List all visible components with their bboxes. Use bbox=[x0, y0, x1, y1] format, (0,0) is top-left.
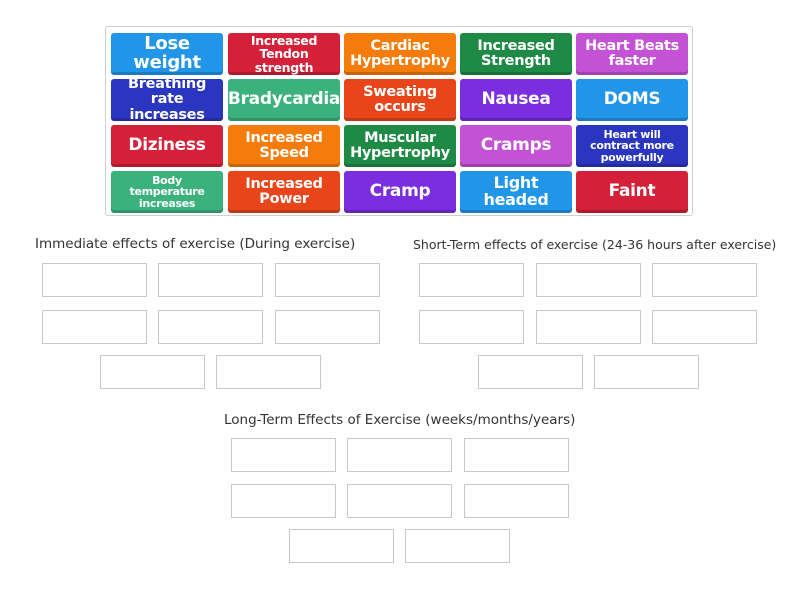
group-heading: Long-Term Effects of Exercise (weeks/mon… bbox=[224, 412, 576, 428]
drop-box[interactable] bbox=[42, 263, 147, 297]
drop-box[interactable] bbox=[652, 310, 757, 344]
drop-box[interactable] bbox=[231, 484, 336, 518]
drop-box[interactable] bbox=[419, 263, 524, 297]
drop-box[interactable] bbox=[216, 355, 321, 389]
answer-tile[interactable]: Bradycardia bbox=[228, 79, 340, 121]
answer-tile[interactable]: DOMS bbox=[576, 79, 688, 121]
drop-box[interactable] bbox=[419, 310, 524, 344]
answer-tile[interactable]: Increased Speed bbox=[228, 125, 340, 167]
drop-box[interactable] bbox=[231, 438, 336, 472]
answer-tile[interactable]: Increased Power bbox=[228, 171, 340, 213]
drop-box[interactable] bbox=[464, 484, 569, 518]
drop-box[interactable] bbox=[42, 310, 147, 344]
answer-tile[interactable]: Cramp bbox=[344, 171, 456, 213]
drop-box[interactable] bbox=[652, 263, 757, 297]
drop-box[interactable] bbox=[405, 529, 510, 563]
drop-box[interactable] bbox=[275, 310, 380, 344]
drop-box[interactable] bbox=[100, 355, 205, 389]
drop-box[interactable] bbox=[536, 263, 641, 297]
answer-tile[interactable]: Breathing rate increases bbox=[111, 77, 223, 122]
answer-tile[interactable]: Body temperature increases bbox=[111, 171, 223, 213]
answer-tile[interactable]: Increased Tendon strength bbox=[228, 33, 340, 75]
answer-tile[interactable]: Muscular Hypertrophy bbox=[344, 125, 456, 167]
drop-box[interactable] bbox=[594, 355, 699, 389]
answer-tile[interactable]: Sweating occurs bbox=[344, 79, 456, 121]
drop-box[interactable] bbox=[536, 310, 641, 344]
drop-box[interactable] bbox=[464, 438, 569, 472]
answer-tile[interactable]: Lose weight bbox=[111, 33, 223, 75]
drop-box[interactable] bbox=[478, 355, 583, 389]
answer-tile[interactable]: Heart will contract more powerfully bbox=[576, 125, 688, 167]
answer-tile[interactable]: Cardiac Hypertrophy bbox=[344, 33, 456, 75]
answer-tile[interactable]: Cramps bbox=[460, 125, 572, 167]
answer-tile[interactable]: Faint bbox=[576, 171, 688, 213]
group-heading: Immediate effects of exercise (During ex… bbox=[35, 236, 356, 252]
answer-tile[interactable]: Heart Beats faster bbox=[576, 33, 688, 75]
group-heading: Short-Term effects of exercise (24-36 ho… bbox=[413, 237, 777, 252]
answer-tile[interactable]: Nausea bbox=[460, 79, 572, 121]
drop-box[interactable] bbox=[275, 263, 380, 297]
drop-box[interactable] bbox=[158, 263, 263, 297]
answer-tile[interactable]: Diziness bbox=[111, 125, 223, 167]
answer-tile[interactable]: Light headed bbox=[460, 171, 572, 213]
drop-box[interactable] bbox=[158, 310, 263, 344]
answer-tile[interactable]: Increased Strength bbox=[460, 33, 572, 75]
drop-box[interactable] bbox=[347, 438, 452, 472]
drop-box[interactable] bbox=[347, 484, 452, 518]
drop-box[interactable] bbox=[289, 529, 394, 563]
